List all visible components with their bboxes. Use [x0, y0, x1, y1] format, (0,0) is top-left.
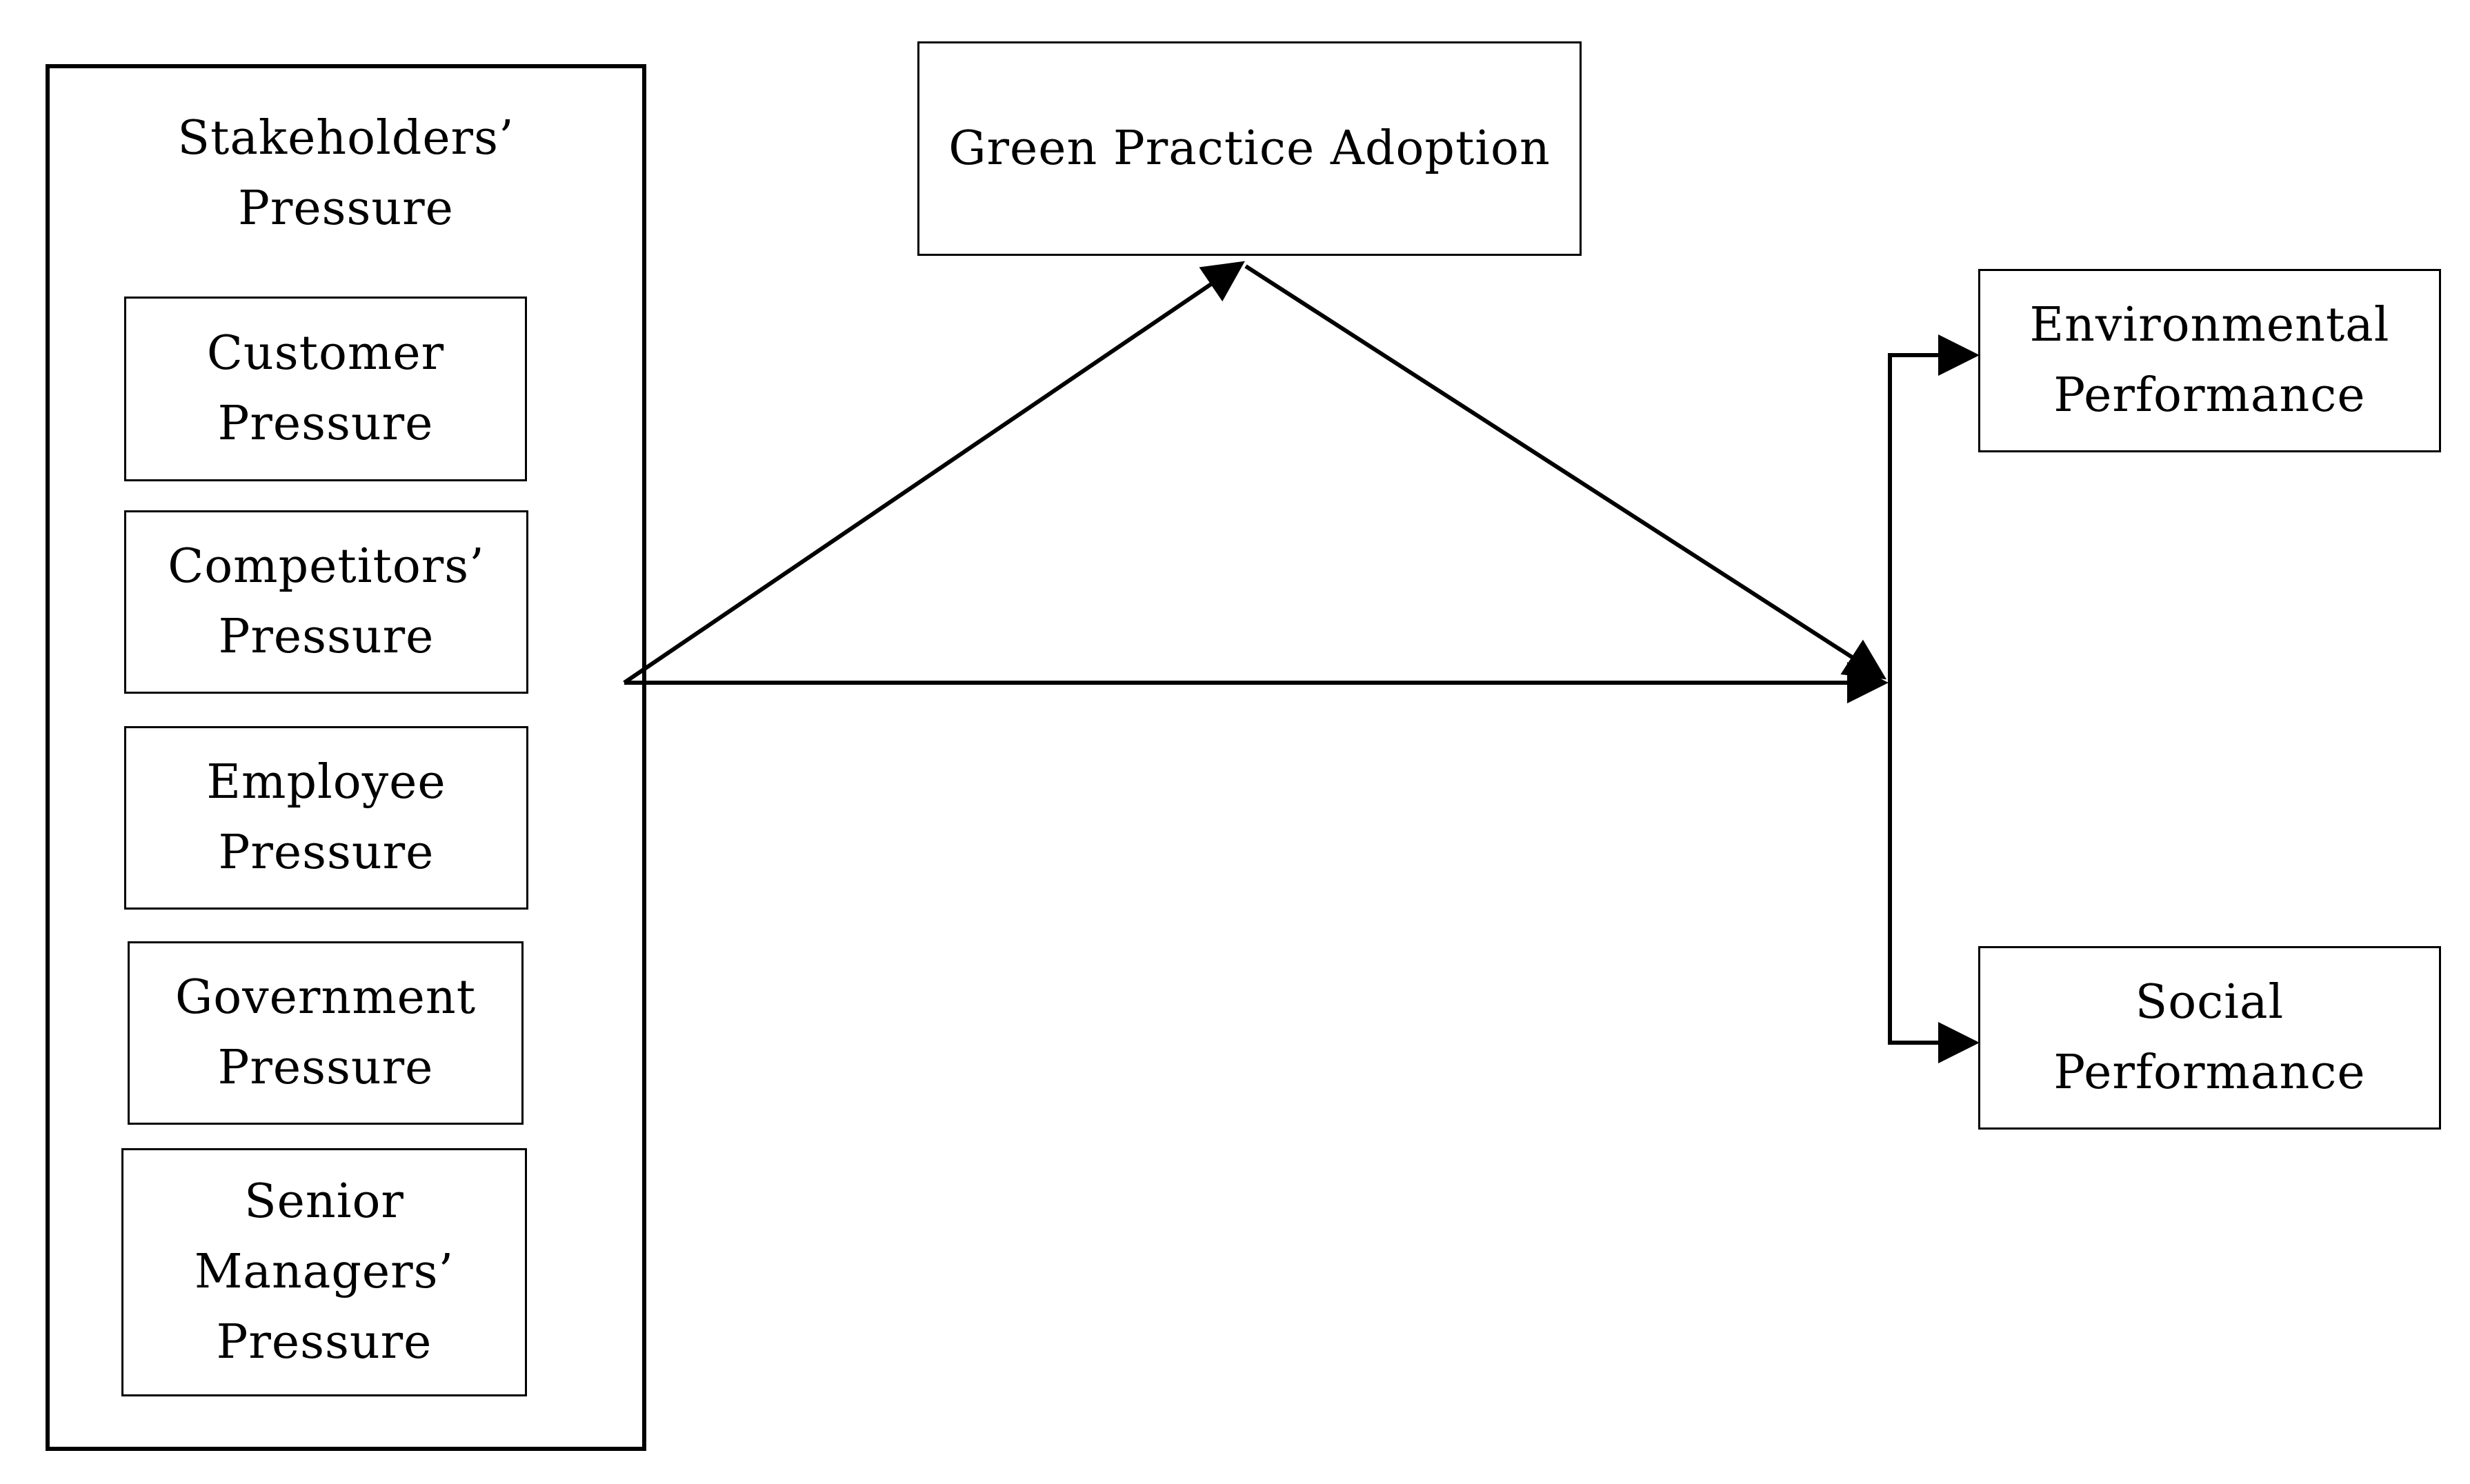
employee-pressure-label: Employee Pressure: [206, 755, 446, 880]
stakeholders-pressure-group: [46, 64, 646, 1451]
stakeholders-pressure-title: Stakeholders’ Pressure: [177, 111, 515, 236]
social-performance-label: Social Performance: [2053, 975, 2366, 1100]
senior-managers-pressure-label: Senior Managers’ Pressure: [194, 1174, 455, 1370]
social-performance-box: Social Performance: [1978, 946, 2441, 1130]
green-practice-adoption-label: Green Practice Adoption: [948, 121, 1551, 176]
competitors-pressure-label: Competitors’ Pressure: [168, 539, 485, 664]
green-practice-adoption-box: Green Practice Adoption: [917, 41, 1582, 256]
government-pressure-label: Government Pressure: [175, 970, 477, 1095]
outcome-split-connector: [1888, 353, 1973, 1045]
employee-pressure-box: Employee Pressure: [124, 726, 528, 910]
arrow-stakeholders-to-green-practice: [623, 261, 1245, 685]
government-pressure-box: Government Pressure: [128, 941, 524, 1125]
competitors-pressure-box: Competitors’ Pressure: [124, 510, 528, 694]
customer-pressure-box: Customer Pressure: [124, 297, 527, 481]
environmental-performance-label: Environmental Performance: [2029, 298, 2390, 423]
arrow-green-practice-to-outcomes: [1244, 264, 1887, 680]
customer-pressure-label: Customer Pressure: [206, 326, 445, 451]
environmental-performance-box: Environmental Performance: [1978, 269, 2441, 452]
senior-managers-pressure-box: Senior Managers’ Pressure: [121, 1148, 527, 1396]
